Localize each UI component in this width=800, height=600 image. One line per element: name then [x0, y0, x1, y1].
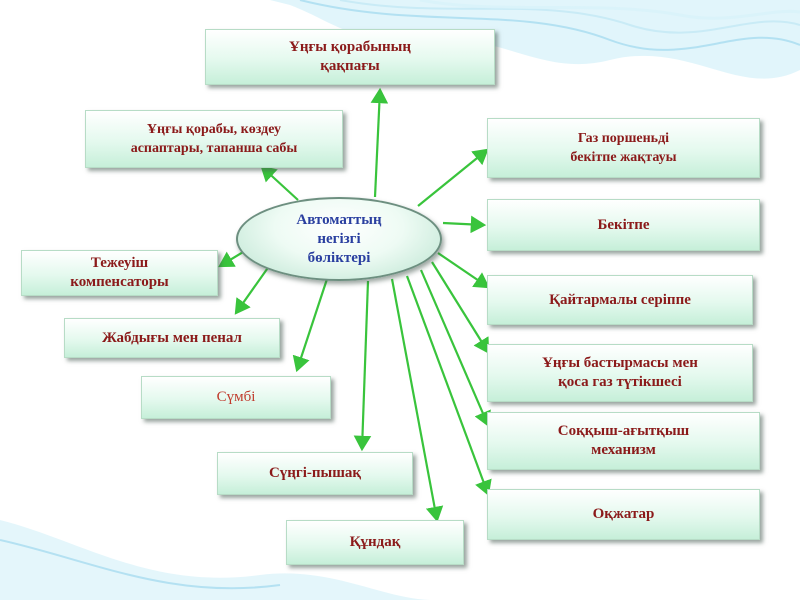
arrow-to-receiver-cover	[370, 87, 389, 198]
wave-stripe-2	[339, 0, 800, 34]
return-spring-box: Қайтармалы серіппе	[487, 275, 753, 325]
stock-box: Құндақ	[286, 520, 464, 565]
compensator-box: Тежеуіш компенсаторы	[21, 250, 218, 296]
receiver-cover-box: Ұңғы қорабының қақпағы	[205, 29, 495, 85]
return-spring-label: Қайтармалы серіппе	[549, 291, 691, 308]
arrow-to-magazine	[405, 275, 492, 497]
arrow-to-bolt	[442, 215, 487, 234]
stock-label: Құндақ	[349, 534, 401, 550]
arrow-to-cleaning-rod	[292, 275, 330, 373]
arrow-to-handguard-gas-tube	[431, 261, 490, 354]
cleaning-rod-box: Сүмбі	[141, 376, 331, 419]
arrow-to-gas-piston-frame	[417, 148, 489, 207]
bayonet-label: Сүңгі-пышақ	[268, 465, 362, 481]
arrow-to-receiver-sights	[260, 165, 299, 201]
wave-bottom	[0, 520, 430, 600]
arrow-to-stock	[390, 278, 444, 523]
bayonet-box: Сүңгі-пышақ	[217, 452, 413, 495]
arrow-to-return-spring	[437, 252, 490, 289]
magazine-box: Оқжатар	[487, 489, 760, 540]
handguard-gas-tube-label: Ұңғы бастырмасы мен қоса газ түтікшесі	[542, 355, 698, 390]
cleaning-kit-label: Жабдығы мен пенал	[102, 329, 242, 346]
receiver-sights-box: Ұңғы қорабы, көздеу аспаптары, тапанша с…	[85, 110, 343, 168]
cleaning-rod-label: Сүмбі	[216, 389, 256, 405]
cleaning-kit-box: Жабдығы мен пенал	[64, 318, 280, 358]
wave-stripe-1	[299, 0, 800, 51]
handguard-gas-tube-box: Ұңғы бастырмасы мен қоса газ түтікшесі	[487, 344, 753, 402]
receiver-sights-label: Ұңғы қорабы, көздеу аспаптары, тапанша с…	[130, 122, 298, 156]
magazine-label: Оқжатар	[592, 506, 655, 522]
gas-piston-frame-label: Газ поршеньді бекітпе жақтауы	[570, 131, 677, 165]
center-label: Автоматтың негізгі бөліктері	[296, 211, 382, 266]
arrow-to-cleaning-kit	[234, 261, 273, 315]
arrow-to-bayonet	[353, 280, 372, 452]
gas-piston-frame-box: Газ поршеньді бекітпе жақтауы	[487, 118, 760, 178]
bolt-box: Бекітпе	[487, 199, 760, 251]
center-ellipse: Автоматтың негізгі бөліктері	[236, 197, 442, 281]
wave-stripe-3	[419, 0, 800, 20]
receiver-cover-label: Ұңғы қорабының қақпағы	[289, 39, 411, 74]
bolt-label: Бекітпе	[597, 216, 650, 233]
trigger-mechanism-box: Соққыш-ағытқыш механизм	[487, 412, 760, 470]
wave-bottom-stripe	[0, 539, 281, 590]
trigger-mechanism-label: Соққыш-ағытқыш механизм	[557, 423, 690, 458]
arrow-to-trigger-mechanism	[419, 269, 491, 428]
compensator-label: Тежеуіш компенсаторы	[70, 255, 169, 290]
